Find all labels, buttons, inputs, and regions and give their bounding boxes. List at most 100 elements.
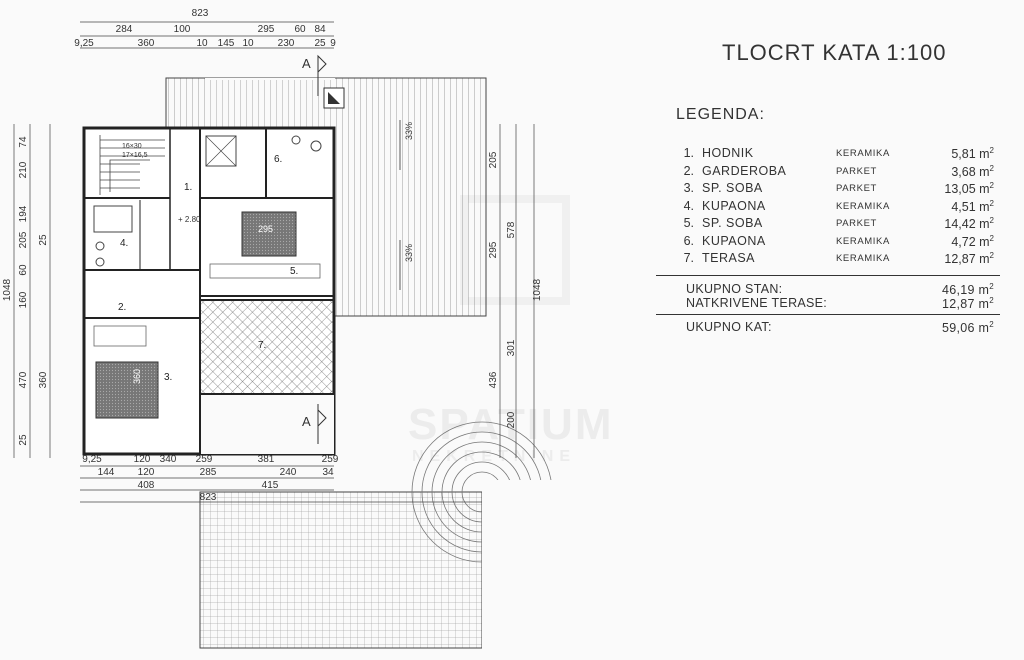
stair-spec-1: 16×30 [122, 143, 142, 150]
dim-top-2c: 295 [258, 24, 275, 35]
total-terrace-value: 12,87 m [941, 297, 990, 312]
dim-bot-3b: 415 [262, 480, 279, 491]
section-marker-bottom [317, 404, 327, 444]
legend-room-name: GARDEROBA [702, 163, 787, 178]
dim-top-2d: 60 [294, 24, 306, 35]
dim-bot-1d: 259 [196, 454, 213, 465]
legend-divider-1 [656, 275, 1000, 276]
legend-material: PARKET [836, 183, 877, 194]
grand-total-label: UKUPNO KAT: [686, 320, 772, 334]
dim-bot-1e: 381 [258, 454, 275, 465]
section-label-bottom: A [302, 414, 311, 429]
area-unit-sup: 2 [989, 251, 994, 260]
legend-area: 3,68 m [951, 164, 990, 179]
bed-dim-a: 295 [258, 224, 273, 234]
dim-left-h: 25 [18, 434, 29, 446]
bathtub-room-4 [93, 205, 133, 233]
dim-bot-2b: 120 [138, 467, 155, 478]
floor-plan: 823 284 100 295 60 84 9,25 360 10 145 10… [2, 8, 553, 649]
dim-right-200: 200 [506, 411, 517, 428]
dim-right-301: 301 [506, 339, 517, 356]
total-stan-row: UKUPNO STAN: 46,19 m2 [686, 282, 994, 298]
legend-area: 4,72 m [951, 234, 990, 249]
dim-right-436: 436 [488, 371, 499, 388]
wardrobe-room-5 [209, 263, 321, 279]
dim-top-3h: 9 [330, 38, 336, 49]
dim-top-2e: 84 [314, 24, 326, 35]
legend-area: 14,42 m [944, 217, 990, 232]
dim-left-c: 194 [18, 205, 29, 222]
dim-left-inner-25: 25 [38, 234, 49, 246]
total-stan-value: 46,19 m [941, 283, 990, 298]
dim-right-205: 205 [488, 151, 499, 168]
grand-total-row: UKUPNO KAT: 59,06 m2 [686, 320, 994, 335]
shower-cross-2 [205, 135, 237, 167]
area-unit-sup: 2 [989, 216, 994, 225]
total-terrace-row: NATKRIVENE TERASE: 12,87 m2 [686, 296, 994, 312]
dim-left-g: 470 [18, 371, 29, 388]
dim-left-inner-360: 360 [38, 371, 49, 388]
dim-bot-3a: 408 [138, 480, 155, 491]
dim-bot-2e: 34 [322, 467, 334, 478]
legend-num: 6. [683, 233, 694, 248]
dim-top-total: 823 [192, 8, 209, 19]
bed-dim-b: 360 [132, 369, 142, 384]
dim-bot-2d: 240 [280, 467, 297, 478]
section-marker-top [317, 54, 327, 96]
room-label-5: 5. [290, 266, 298, 277]
dim-right-578: 578 [506, 221, 517, 238]
slope-label-2: 33% [404, 244, 414, 262]
legend-num: 5. [683, 216, 694, 230]
outside-area [200, 394, 334, 454]
roof-upper [205, 80, 335, 128]
dim-top-2b: 100 [174, 24, 191, 35]
dim-left-a: 74 [18, 136, 29, 148]
dim-left-total: 1048 [2, 278, 13, 301]
dim-left-d: 205 [18, 231, 29, 248]
toilet-room-6 [310, 140, 322, 152]
area-unit-sup: 2 [989, 233, 994, 243]
legend-area: 5,81 m [951, 147, 990, 162]
legend-num: 7. [683, 251, 694, 265]
legend-divider-2 [656, 314, 1000, 315]
legend-room-name: SP. SOBA [702, 181, 763, 195]
legend-material: KERAMIKA [836, 235, 890, 247]
dimension-lines [13, 21, 535, 503]
dim-top-3d: 145 [218, 38, 235, 49]
wardrobe-room-2 [93, 325, 147, 347]
area-unit-sup: 2 [989, 146, 994, 155]
legend-num: 1. [683, 146, 694, 160]
bed-room-3 [95, 361, 159, 419]
dim-left-b: 210 [18, 161, 29, 178]
dim-top-3a: 9,25 [74, 38, 94, 49]
legend-room-name: TERASA [702, 251, 756, 265]
dim-top-2a: 284 [116, 24, 133, 35]
legend-material: PARKET [836, 165, 877, 177]
legend-material: KERAMIKA [836, 253, 890, 264]
dim-bot-1c: 340 [160, 454, 177, 465]
legend-room-name: HODNIK [702, 146, 754, 160]
dim-bot-1b: 120 [134, 454, 151, 465]
lower-terrace [199, 491, 483, 649]
drawing-title: TLOCRT KATA 1:100 [722, 40, 947, 65]
dim-right-295: 295 [488, 241, 499, 258]
legend-num: 4. [683, 198, 694, 213]
legend-num: 3. [683, 181, 694, 195]
legend-room-name: KUPAONA [702, 198, 766, 213]
dim-top-3e: 10 [242, 38, 254, 49]
sink-room-6 [291, 135, 301, 145]
room-label-7: 7. [258, 340, 266, 351]
legend-heading: LEGENDA: [676, 106, 765, 123]
dim-bot-2a: 144 [98, 467, 115, 478]
room-label-1: 1. [184, 182, 192, 193]
toilet-room-4 [95, 241, 105, 251]
dim-left-f: 160 [18, 291, 29, 308]
staircase [99, 135, 165, 195]
area-unit-sup: 2 [989, 181, 994, 190]
legend-material: KERAMIKA [836, 200, 890, 212]
